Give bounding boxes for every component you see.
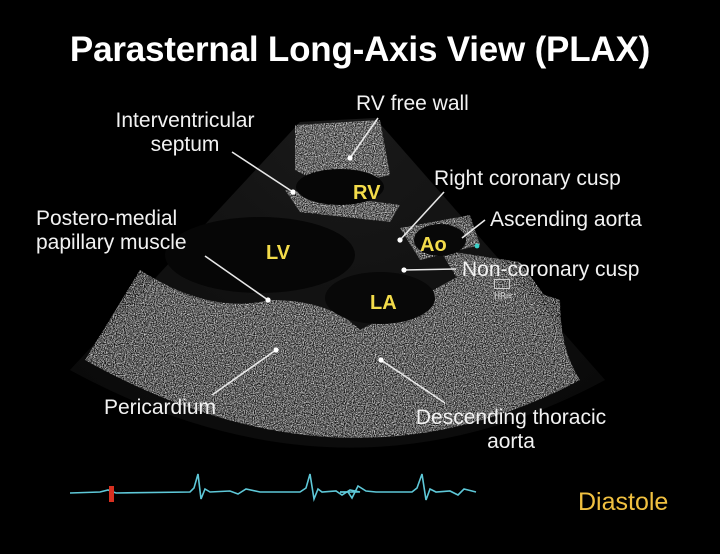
chamber-la: LA — [370, 292, 397, 314]
leader-papillary-muscle — [204, 255, 269, 301]
leader-non-coronary-cusp — [403, 268, 457, 271]
chambers-shading — [165, 169, 466, 324]
leader-descending-aorta — [380, 359, 446, 404]
leader-ascending-aorta — [461, 219, 486, 239]
leader-lines — [204, 117, 486, 404]
chamber-rv: RV — [353, 182, 381, 204]
hr-label: HR= — [494, 291, 513, 302]
heart-rate-indicator: HR= — [494, 279, 512, 302]
ecg-trace — [69, 473, 477, 502]
ecg-marker — [109, 486, 114, 502]
label-right-coronary-cusp: Right coronary cusp — [434, 167, 621, 190]
cardiac-phase: Diastole — [578, 488, 669, 516]
leader-pericardium — [211, 349, 277, 396]
leader-right-coronary-cusp — [399, 191, 445, 241]
leader-septum — [231, 151, 294, 193]
page-title: Parasternal Long-Axis View (PLAX) — [69, 30, 651, 69]
chamber-lv: LV — [266, 242, 291, 264]
leader-rv-free-wall — [349, 117, 379, 159]
label-non-coronary-cusp: Non-coronary cusp — [462, 258, 640, 281]
label-pericardium: Pericardium — [104, 396, 217, 419]
label-ascending-aorta: Ascending aorta — [490, 208, 642, 231]
label-papillary-muscle: Postero-medial papillary muscle — [36, 207, 187, 254]
label-rv-free-wall: RV free wall — [356, 92, 469, 115]
label-interventricular-septum: Interventricular septum — [115, 109, 255, 156]
chamber-ao: Ao — [420, 234, 447, 256]
leader-dots — [265, 155, 480, 363]
label-descending-thoracic-aorta: Descending thoracic aorta — [415, 406, 607, 453]
hr-box-icon — [494, 279, 510, 289]
